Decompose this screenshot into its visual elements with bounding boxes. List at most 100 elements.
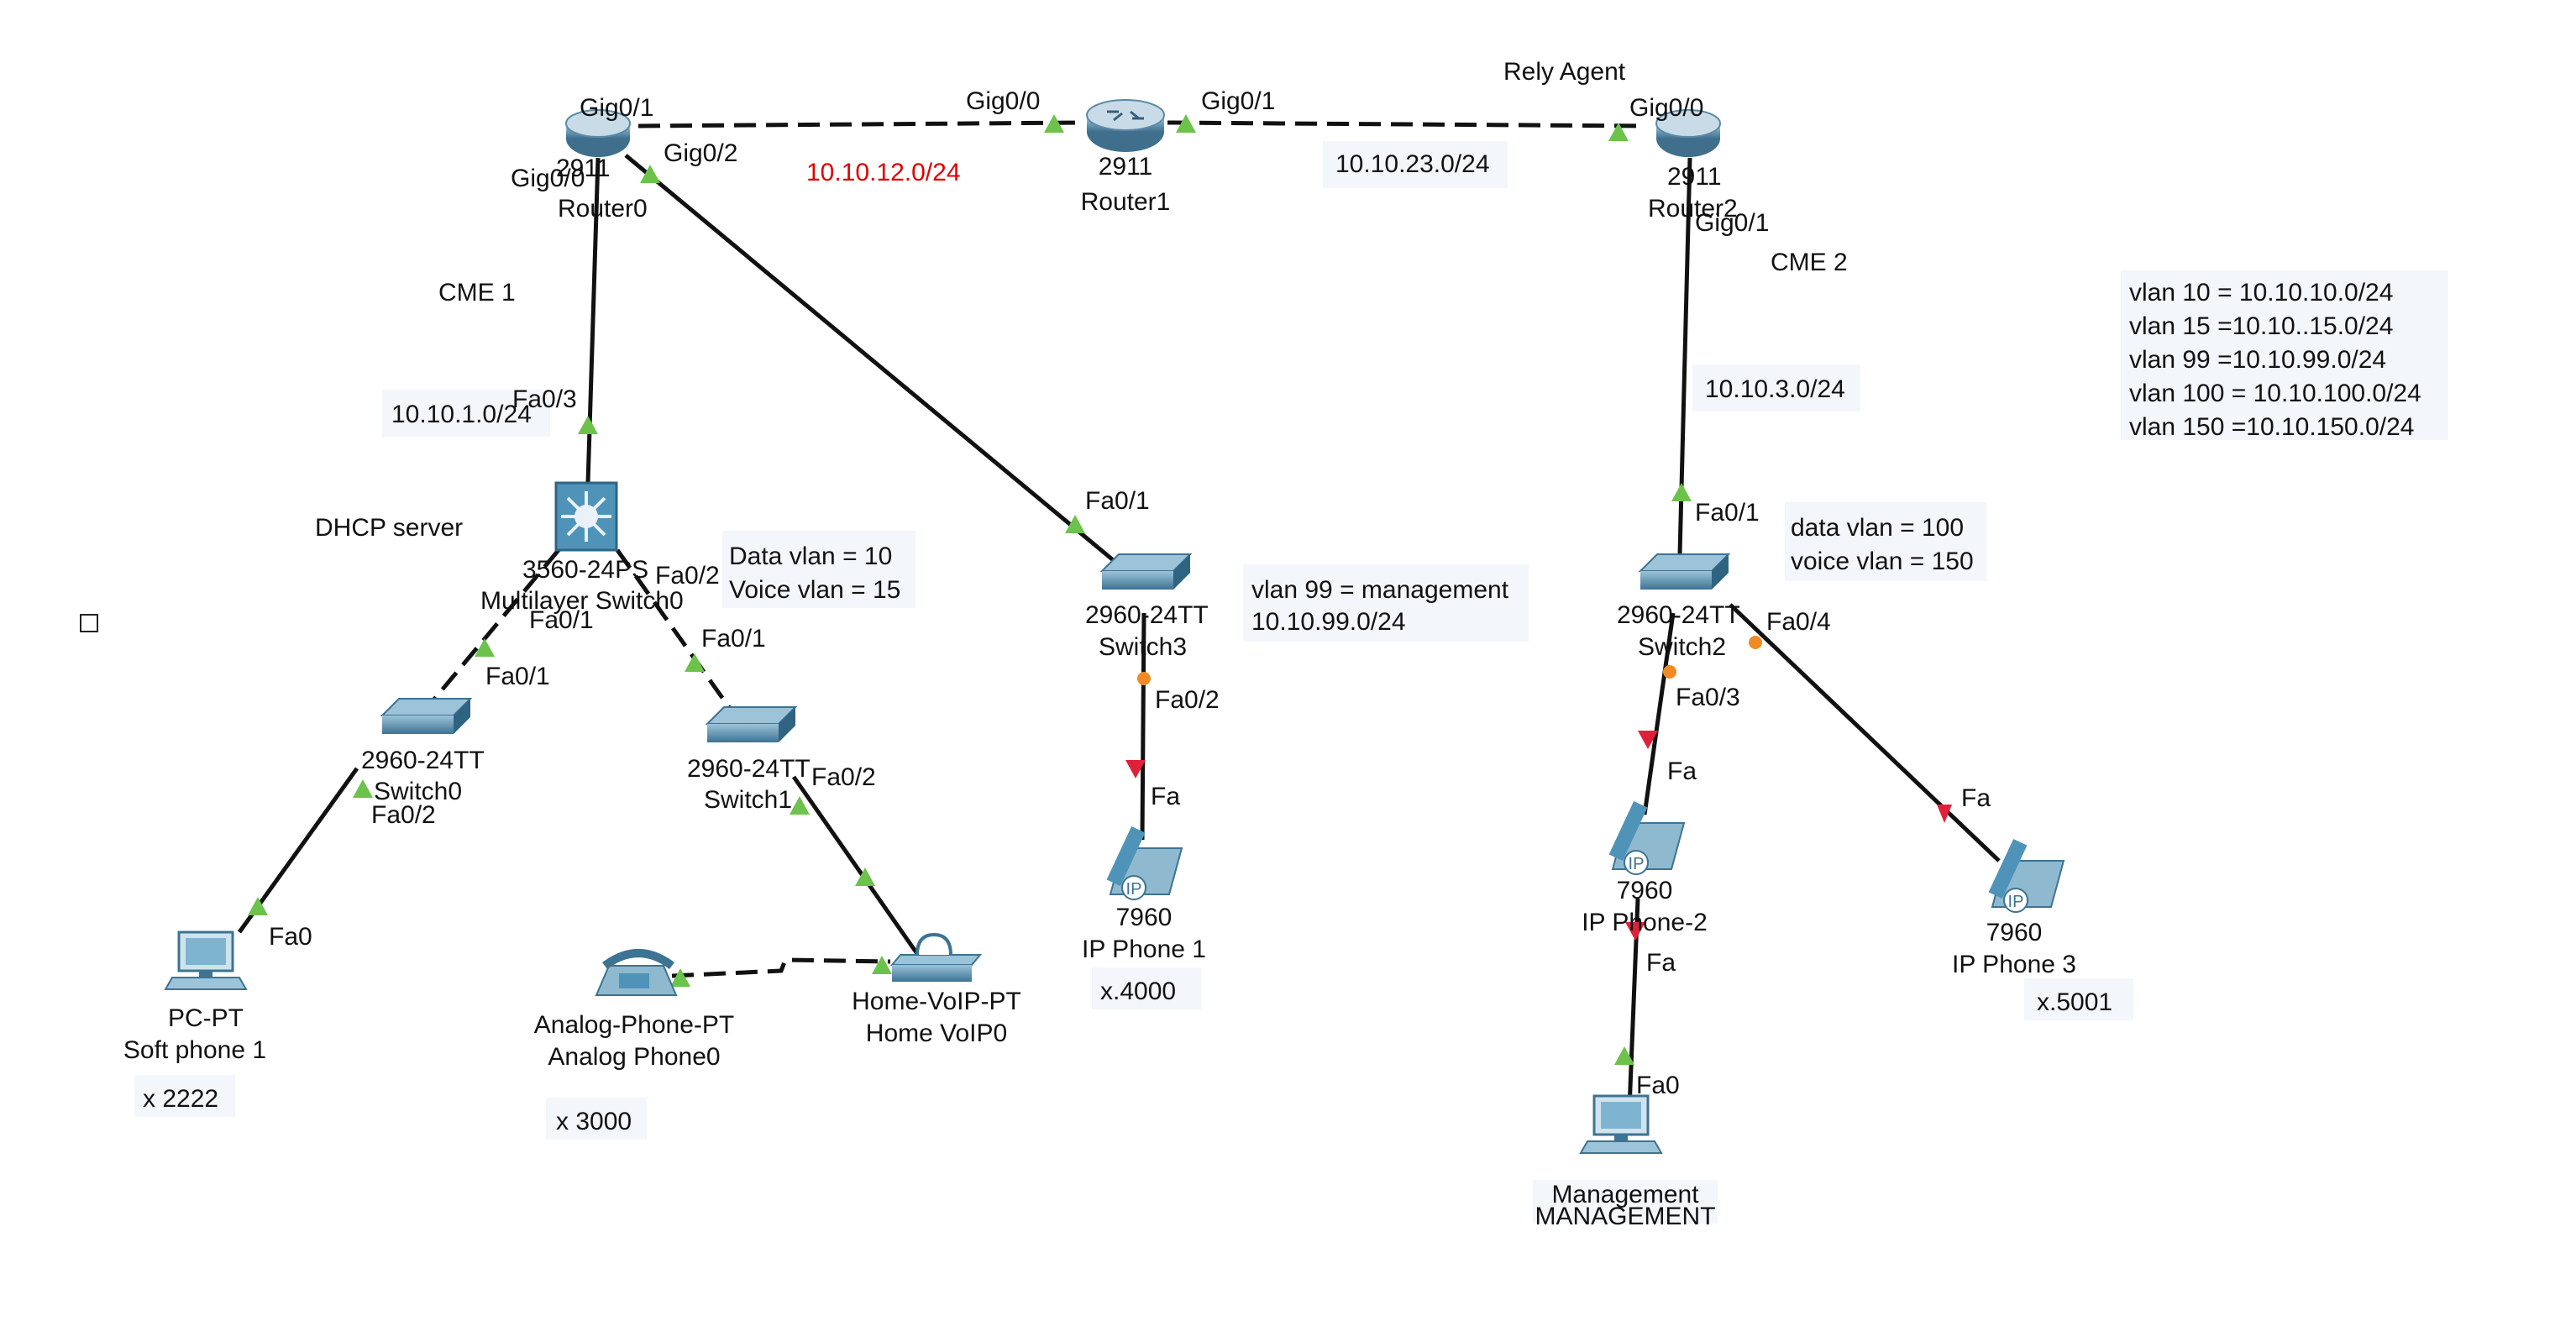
link-up-marker (855, 868, 875, 886)
empty-checkbox-icon (80, 614, 98, 632)
orange-port-dot (1663, 665, 1676, 679)
link-up-marker (578, 416, 598, 434)
multilayer-switch0[interactable] (554, 481, 618, 552)
network-label: 10.10.23.0/24 (1335, 150, 1490, 178)
link-up-marker (1608, 123, 1629, 141)
orange-port-dot (1137, 672, 1151, 685)
annotation: Rely Agent (1503, 58, 1626, 86)
device-name: IP Phone 1 (1082, 936, 1206, 963)
port-label: Gig0/0 (511, 165, 585, 192)
extension-label: x 3000 (556, 1108, 632, 1135)
device-name: Router2 (1648, 195, 1738, 223)
device-name: Switch2 (1638, 633, 1726, 661)
link-up-marker (685, 653, 705, 672)
device-name: Switch1 (704, 786, 792, 814)
link-up-marker (1614, 1046, 1634, 1065)
port-label: Fa0/1 (701, 625, 766, 653)
device-name: IP Phone 3 (1952, 951, 2076, 978)
device-model: 2911 (1099, 153, 1153, 181)
link-multilayer-switch1[interactable] (615, 548, 733, 711)
network-label: 10.10.12.0/24 (806, 159, 961, 186)
note-backgrounds (134, 141, 2448, 1224)
vlan-note: Data vlan = 10 (729, 543, 892, 570)
port-label: Fa0/3 (512, 385, 577, 413)
device-model: 3560-24PS (522, 556, 648, 584)
device-model: 2911 (556, 155, 611, 182)
link-up-marker (790, 796, 810, 815)
link-up-marker (248, 897, 268, 915)
device-name: MANAGEMENT (1535, 1203, 1715, 1230)
vlan-note: vlan 99 = management (1251, 576, 1509, 604)
router0[interactable] (565, 109, 631, 157)
port-label: Fa0/4 (1766, 608, 1831, 636)
switch2[interactable] (1638, 553, 1731, 590)
link-switch2-ipphone3[interactable] (1729, 603, 2001, 862)
link-down-marker (1125, 760, 1146, 778)
link-up-marker (872, 956, 892, 974)
link-up-marker (353, 779, 373, 798)
link-analog-homevoip[interactable] (671, 957, 891, 978)
device-name: Switch0 (374, 778, 462, 805)
device-name: Soft phone 1 (123, 1036, 266, 1064)
link-router0-switch3[interactable] (624, 154, 1123, 569)
switch0[interactable] (380, 698, 473, 734)
vlan-list-item: vlan 100 = 10.10.100.0/24 (2129, 380, 2421, 407)
pc-softphone[interactable] (164, 930, 248, 990)
link-up-marker (670, 968, 690, 987)
ip-phone-3[interactable]: IP (1988, 838, 2065, 913)
vlan-note: data vlan = 100 (1791, 514, 1964, 542)
device-model: 7960 (1116, 904, 1173, 931)
link-router0-router1[interactable] (637, 120, 1084, 128)
device-model: Analog-Phone-PT (534, 1011, 734, 1039)
link-multilayer-switch0[interactable] (431, 548, 560, 703)
vlan-note: voice vlan = 150 (1791, 548, 1974, 575)
port-label: Fa0/2 (1155, 686, 1220, 714)
vlan-list-item: vlan 10 = 10.10.10.0/24 (2129, 279, 2393, 307)
router1[interactable] (1086, 99, 1165, 152)
link-up-marker (1044, 114, 1064, 133)
device-model: Management (1551, 1181, 1699, 1208)
device-model: 2960-24TT (687, 755, 811, 783)
vlan-note: 10.10.99.0/24 (1251, 608, 1406, 636)
device-name: Router1 (1081, 188, 1171, 216)
extension-label: x.5001 (2037, 988, 2112, 1016)
port-label: Gig0/1 (580, 94, 653, 122)
management-pc[interactable] (1579, 1094, 1663, 1154)
link-switch2-ipphone2[interactable] (1642, 612, 1676, 815)
port-label: Fa (1667, 757, 1697, 785)
device-model: 2960-24TT (1617, 601, 1740, 629)
router2[interactable] (1655, 109, 1721, 157)
orange-port-dot (1749, 636, 1762, 649)
device-name: IP Phone-2 (1582, 909, 1708, 936)
home-voip[interactable] (889, 932, 983, 982)
ip-phone-1[interactable]: IP (1106, 826, 1183, 900)
device-name: Analog Phone0 (548, 1043, 720, 1071)
link-down-marker (1625, 922, 1645, 941)
device-model: 7960 (1617, 877, 1673, 904)
link-router1-router2[interactable] (1167, 120, 1647, 128)
link-up-marker (1065, 515, 1085, 533)
analog-phone[interactable] (595, 949, 678, 996)
svg-text:IP: IP (2008, 893, 2024, 911)
annotation: DHCP server (315, 514, 463, 542)
link-switch3-ipphone1[interactable] (1140, 612, 1146, 841)
port-label: Fa0/1 (1085, 487, 1150, 515)
switch3[interactable] (1099, 553, 1193, 590)
vlan-note: Voice vlan = 15 (729, 576, 900, 604)
device-name: Multilayer Switch0 (480, 587, 684, 615)
annotation: CME 1 (438, 279, 516, 307)
port-label: Fa0 (1636, 1072, 1680, 1099)
port-label: Fa0/1 (529, 606, 594, 634)
vlan-list-item: vlan 99 =10.10.99.0/24 (2129, 346, 2386, 374)
ip-phone-2[interactable]: IP (1608, 800, 1686, 875)
link-switch1-homevoip[interactable] (791, 775, 922, 959)
annotation: CME 2 (1771, 249, 1848, 276)
network-label: 10.10.1.0/24 (391, 401, 532, 428)
link-up-marker (1176, 114, 1196, 133)
switch1[interactable] (705, 706, 798, 742)
port-label: Gig0/1 (1201, 87, 1275, 115)
device-name: Router0 (558, 195, 648, 223)
port-label: Fa0 (269, 923, 312, 951)
device-name: Switch3 (1099, 633, 1187, 661)
